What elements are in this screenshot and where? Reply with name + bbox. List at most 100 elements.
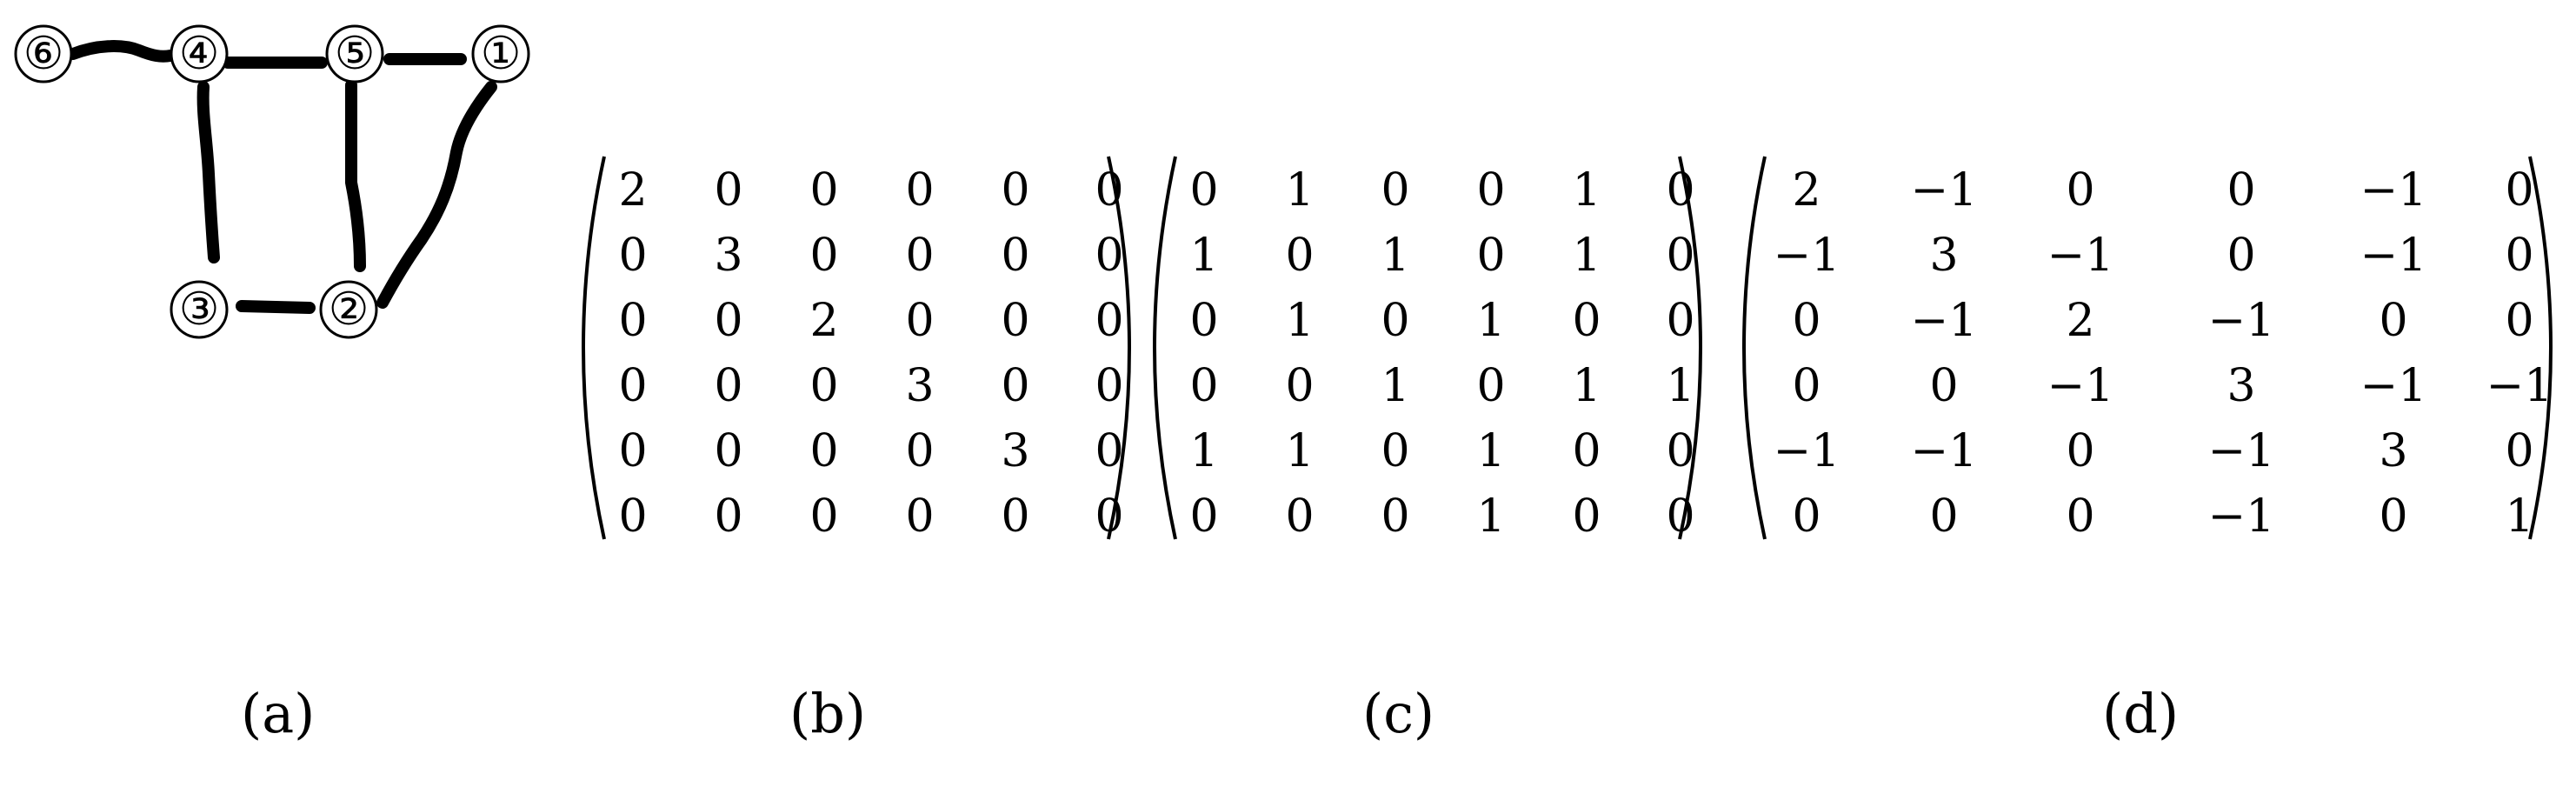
graph-diagram: ⑥ ④ ⑤ ① ③ ② — [14, 24, 530, 339]
node-1-label: ① — [481, 28, 522, 80]
matrix-cell: −1 — [1773, 230, 1840, 282]
left-parenthesis — [1153, 156, 1177, 540]
matrix-cell: 0 — [809, 230, 839, 282]
matrix-cell: 0 — [1929, 360, 1959, 412]
matrix-cell: 1 — [1381, 230, 1410, 282]
matrix-cell: 0 — [905, 425, 935, 477]
matrix-cell: 0 — [1001, 295, 1030, 347]
matrix-cell: 0 — [1572, 425, 1601, 477]
matrix-cell: 0 — [2066, 164, 2095, 217]
matrix-cell: 1 — [1476, 490, 1506, 543]
left-parenthesis — [582, 156, 606, 540]
edge-3-2 — [236, 300, 316, 314]
matrix-cell: 0 — [1001, 164, 1030, 217]
matrix-cell: 3 — [2227, 360, 2256, 412]
matrix-cell: 0 — [2505, 425, 2534, 477]
matrix-cell: 0 — [1476, 230, 1506, 282]
matrix-cell: −1 — [1910, 425, 1978, 477]
node-5-label: ⑤ — [335, 28, 376, 80]
matrix-cell: 0 — [1666, 295, 1695, 347]
matrix-cell: 1 — [1285, 425, 1315, 477]
matrix-cell: 0 — [1095, 164, 1124, 217]
node-6: ⑥ — [14, 24, 73, 83]
matrix-cell: 0 — [905, 295, 935, 347]
matrix-cell: −1 — [2360, 230, 2427, 282]
matrix-cell: 0 — [2066, 490, 2095, 543]
matrix-cell: 0 — [1001, 360, 1030, 412]
matrix-cell: 0 — [905, 164, 935, 217]
matrix-cell: 1 — [1476, 425, 1506, 477]
matrix-cell: 0 — [1095, 230, 1124, 282]
matrix-cell: 0 — [1001, 230, 1030, 282]
matrix-cell: 0 — [1285, 360, 1315, 412]
matrix-cell: 1 — [1285, 295, 1315, 347]
matrix-cell: 0 — [1285, 230, 1315, 282]
matrix-cell: 1 — [1572, 360, 1601, 412]
matrix-cell: 1 — [1189, 230, 1219, 282]
node-2: ② — [319, 280, 378, 339]
matrix-cell: 0 — [2505, 295, 2534, 347]
matrix-cell: 0 — [2227, 164, 2256, 217]
matrix-cell: −1 — [2360, 360, 2427, 412]
node-1: ① — [471, 24, 530, 83]
matrix-cell: −1 — [2207, 490, 2275, 543]
right-parenthesis — [1107, 156, 1131, 540]
matrix-cell: −1 — [2360, 164, 2427, 217]
matrix-cell: 3 — [2379, 425, 2408, 477]
matrix-cell: −1 — [2207, 425, 2275, 477]
matrix-cell: 2 — [618, 164, 648, 217]
edge-5-2 — [344, 79, 366, 272]
matrix-cell: 0 — [1095, 295, 1124, 347]
matrix-cell: 0 — [1381, 295, 1410, 347]
matrix-cell: 0 — [1792, 360, 1821, 412]
matrix-cell: −1 — [2486, 360, 2553, 412]
matrix-cell: 0 — [2505, 164, 2534, 217]
node-4: ④ — [170, 24, 229, 83]
matrix-cell: 0 — [1189, 295, 1219, 347]
matrix-cell: 0 — [1285, 490, 1315, 543]
matrix-cell: 0 — [1666, 425, 1695, 477]
caption-d: (d) — [2102, 682, 2180, 745]
matrix-cell: 1 — [1572, 230, 1601, 282]
matrix-cell: 0 — [618, 490, 648, 543]
matrix-cell: 0 — [809, 490, 839, 543]
matrix-cell: −1 — [1910, 295, 1978, 347]
matrix-cell: 0 — [1095, 490, 1124, 543]
matrix-cell: 0 — [714, 295, 743, 347]
matrix-cell: 1 — [1666, 360, 1695, 412]
matrix-cell: 0 — [1476, 360, 1506, 412]
matrix-cell: 1 — [2505, 490, 2534, 543]
matrix-cell: 0 — [1381, 164, 1410, 217]
matrix-cell: 0 — [2379, 295, 2408, 347]
matrix-cell: 0 — [1189, 490, 1219, 543]
matrix-cell: 0 — [1189, 360, 1219, 412]
caption-a: (a) — [241, 682, 316, 745]
matrix-cell: 1 — [1381, 360, 1410, 412]
matrix-cell: 1 — [1572, 164, 1601, 217]
matrix-cell: −1 — [1773, 425, 1840, 477]
matrix-cell: 0 — [1792, 490, 1821, 543]
matrix-cell: 2 — [1792, 164, 1821, 217]
matrix-cell: 3 — [1001, 425, 1030, 477]
matrix-cell: 0 — [714, 490, 743, 543]
right-parenthesis — [1678, 156, 1702, 540]
matrix-cell: 0 — [1476, 164, 1506, 217]
matrix-cell: 0 — [809, 425, 839, 477]
matrix-cell: 0 — [1666, 164, 1695, 217]
matrix-cell: −1 — [2047, 360, 2114, 412]
matrix-cell: 0 — [1381, 490, 1410, 543]
node-4-label: ④ — [179, 28, 220, 80]
matrix-cell: 0 — [714, 164, 743, 217]
caption-b: (b) — [789, 682, 867, 745]
matrix-cell: 1 — [1285, 164, 1315, 217]
matrix-parentheses — [1742, 156, 2553, 540]
matrix-cell: 1 — [1476, 295, 1506, 347]
matrix-cell: 0 — [2066, 425, 2095, 477]
matrix-cell: 0 — [618, 295, 648, 347]
matrix-cell: 3 — [905, 360, 935, 412]
node-2-label: ② — [329, 283, 369, 336]
matrix-cell: −1 — [2207, 295, 2275, 347]
matrix-cell: 0 — [1095, 360, 1124, 412]
